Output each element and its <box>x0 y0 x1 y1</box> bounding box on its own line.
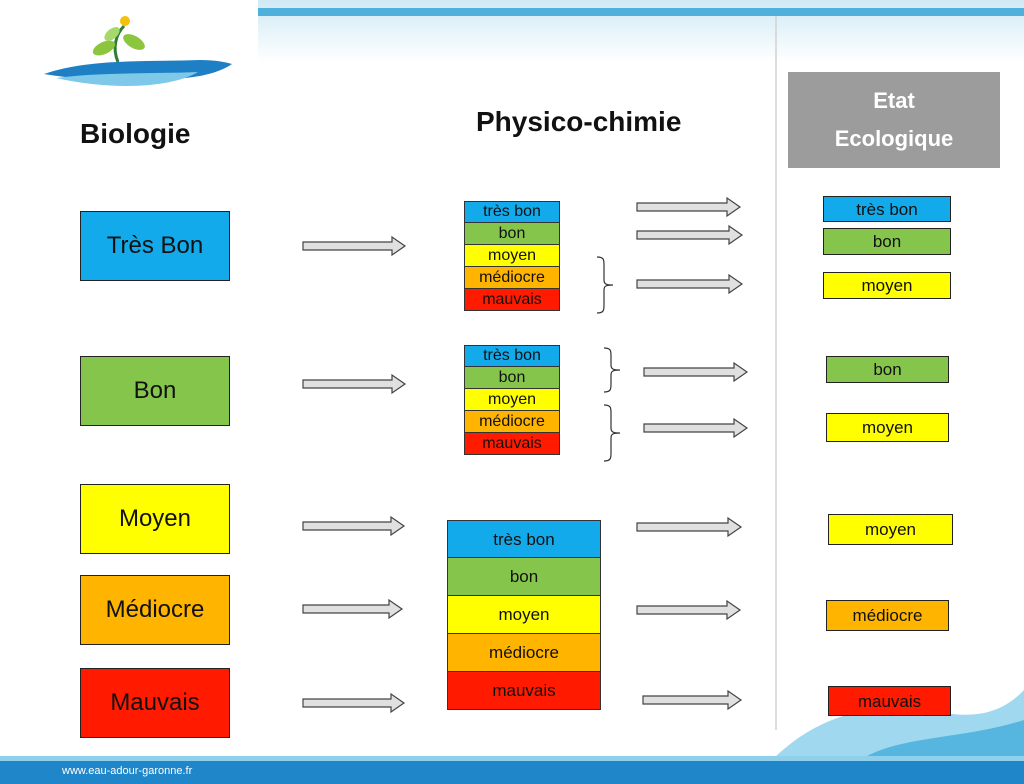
physico-chimie-heading: Physico-chimie <box>476 106 682 137</box>
stack-segment-mediocre: médiocre <box>464 411 560 433</box>
etat-header-line-2: Ecologique <box>834 126 954 151</box>
biologie-box-mauvais: Mauvais <box>80 668 230 738</box>
footer-bar-light <box>0 756 1024 761</box>
etat-ecologique-header: Etat Ecologique <box>788 72 1000 168</box>
biologie-box-bon: Bon <box>80 356 230 426</box>
biologie-box-mediocre: Médiocre <box>80 575 230 645</box>
stack-segment-tres-bon: très bon <box>464 345 560 367</box>
etat-result-moyen: moyen <box>828 514 953 545</box>
stack-segment-moyen: moyen <box>464 245 560 267</box>
etat-result-tres-bon: très bon <box>823 196 951 222</box>
etat-result-mauvais: mauvais <box>828 686 951 716</box>
stack-segment-bon: bon <box>464 223 560 245</box>
top-accent-bar <box>258 8 1024 16</box>
biologie-box-moyen: Moyen <box>80 484 230 554</box>
etat-header-line-1: Etat <box>873 88 915 113</box>
etat-result-bon: bon <box>823 228 951 255</box>
stack-segment-mauvais: mauvais <box>464 433 560 455</box>
etat-result-moyen: moyen <box>823 272 951 299</box>
stack-segment-bon: bon <box>447 558 601 596</box>
etat-result-bon: bon <box>826 356 949 383</box>
biologie-heading: Biologie <box>80 118 191 149</box>
stack-segment-tres-bon: très bon <box>447 520 601 558</box>
etat-result-mediocre: médiocre <box>826 600 949 631</box>
stack-segment-moyen: moyen <box>447 596 601 634</box>
footer-website-url: www.eau-adour-garonne.fr <box>62 765 193 777</box>
biologie-box-tres-bon: Très Bon <box>80 211 230 281</box>
stack-segment-mauvais: mauvais <box>447 672 601 710</box>
footer-bar <box>0 760 1024 784</box>
stack-segment-moyen: moyen <box>464 389 560 411</box>
stack-segment-mediocre: médiocre <box>464 267 560 289</box>
stack-segment-mauvais: mauvais <box>464 289 560 311</box>
etat-result-moyen: moyen <box>826 413 949 442</box>
stack-segment-tres-bon: très bon <box>464 201 560 223</box>
stack-segment-bon: bon <box>464 367 560 389</box>
stack-segment-mediocre: médiocre <box>447 634 601 672</box>
water-plant-wave-logo <box>44 16 232 86</box>
